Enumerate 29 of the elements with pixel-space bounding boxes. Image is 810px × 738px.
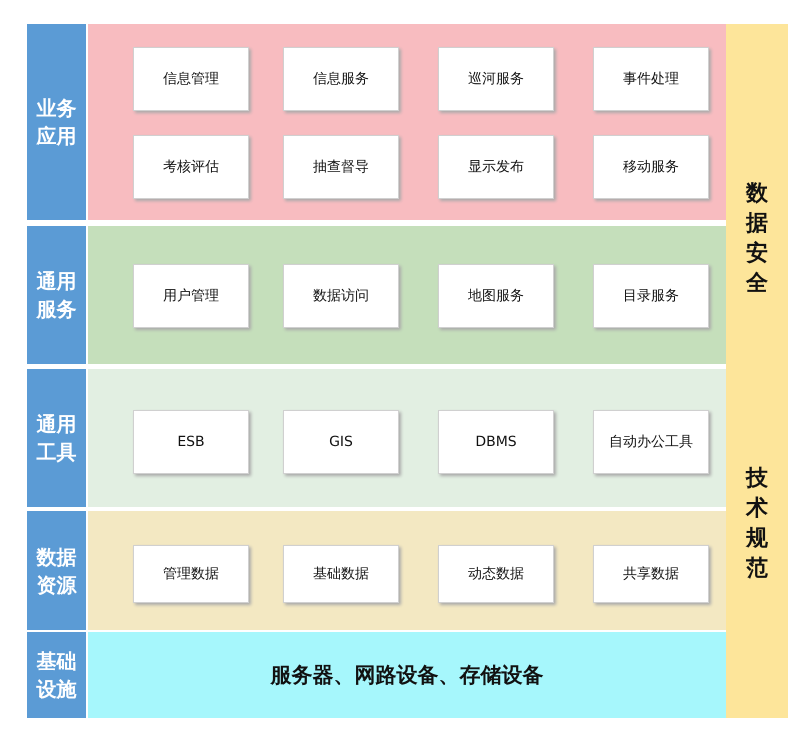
module-box: 数据访问 (283, 264, 399, 328)
layer-label: 数据资源 (27, 511, 88, 630)
module-box: ESB (133, 410, 249, 474)
layer-label: 业务应用 (27, 24, 88, 220)
module-box: 管理数据 (133, 545, 249, 603)
vertical-label: 数据安全 (745, 180, 769, 298)
module-box: 信息管理 (133, 47, 249, 111)
vertical-label: 技术规范 (745, 465, 769, 583)
module-box: 信息服务 (283, 47, 399, 111)
module-box: GIS (283, 410, 399, 474)
module-box: DBMS (438, 410, 554, 474)
side-column (726, 24, 788, 718)
layer-text: 服务器、网路设备、存储设备 (269, 662, 544, 689)
module-box: 目录服务 (593, 264, 709, 328)
module-box: 动态数据 (438, 545, 554, 603)
module-box: 移动服务 (593, 135, 709, 199)
module-box: 事件处理 (593, 47, 709, 111)
layer-label: 通用工具 (27, 369, 88, 507)
layer-label: 通用服务 (27, 226, 88, 364)
module-box: 显示发布 (438, 135, 554, 199)
module-box: 自动办公工具 (593, 410, 709, 474)
module-box: 抽查督导 (283, 135, 399, 199)
module-box: 共享数据 (593, 545, 709, 603)
module-box: 用户管理 (133, 264, 249, 328)
layer-label: 基础设施 (27, 632, 88, 718)
module-box: 考核评估 (133, 135, 249, 199)
module-box: 地图服务 (438, 264, 554, 328)
module-box: 巡河服务 (438, 47, 554, 111)
module-box: 基础数据 (283, 545, 399, 603)
